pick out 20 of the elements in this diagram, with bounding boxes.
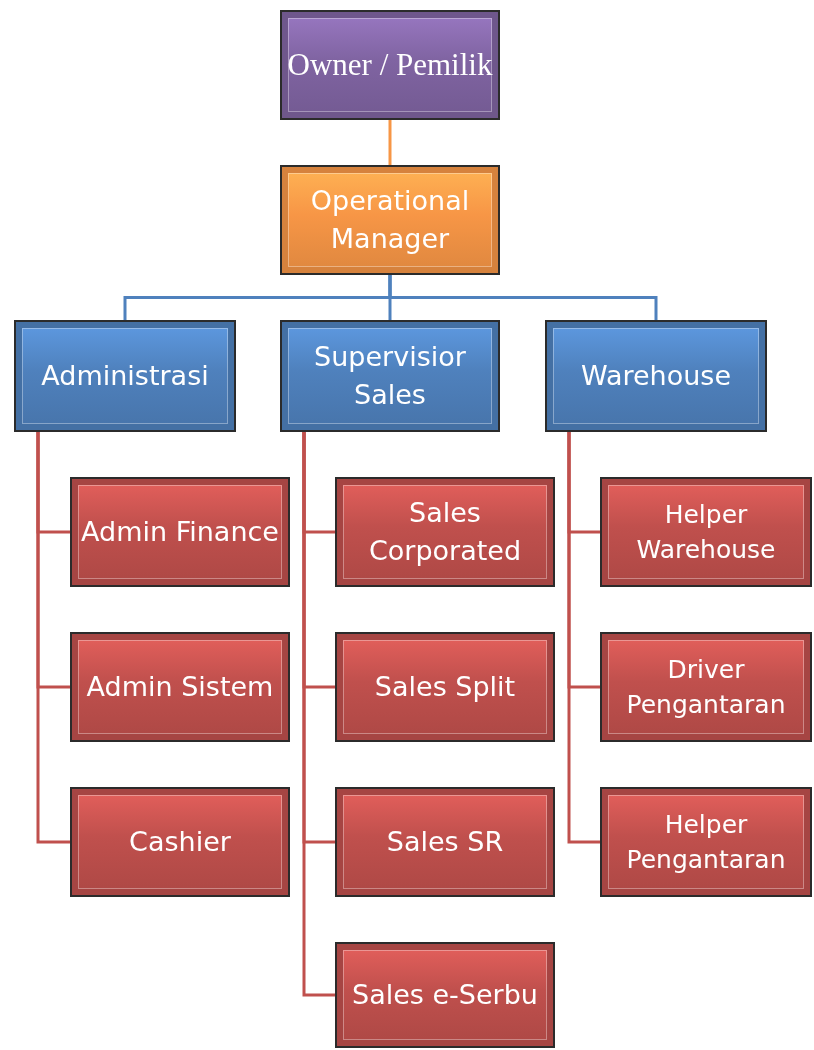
role-box: Sales SR <box>335 787 555 897</box>
role-box: Sales e-Serbu <box>335 942 555 1048</box>
role-box: Sales Corporated <box>335 477 555 587</box>
department-box: Warehouse <box>545 320 767 432</box>
connector-line <box>36 432 70 844</box>
connector-line <box>567 432 600 844</box>
role-box: Helper Warehouse <box>600 477 812 587</box>
role-box: Admin Sistem <box>70 632 290 742</box>
manager-box: Operational Manager <box>280 165 500 275</box>
connector-line <box>302 432 335 997</box>
role-box: Admin Finance <box>70 477 290 587</box>
department-box: Supervisior Sales <box>280 320 500 432</box>
owner-box: Owner / Pemilik <box>280 10 500 120</box>
role-box: Sales Split <box>335 632 555 742</box>
role-box: Helper Pengantaran <box>600 787 812 897</box>
department-box: Administrasi <box>14 320 236 432</box>
connector-line <box>388 120 392 165</box>
role-box: Driver Pengantaran <box>600 632 812 742</box>
connector-line <box>388 275 658 320</box>
role-box: Cashier <box>70 787 290 897</box>
